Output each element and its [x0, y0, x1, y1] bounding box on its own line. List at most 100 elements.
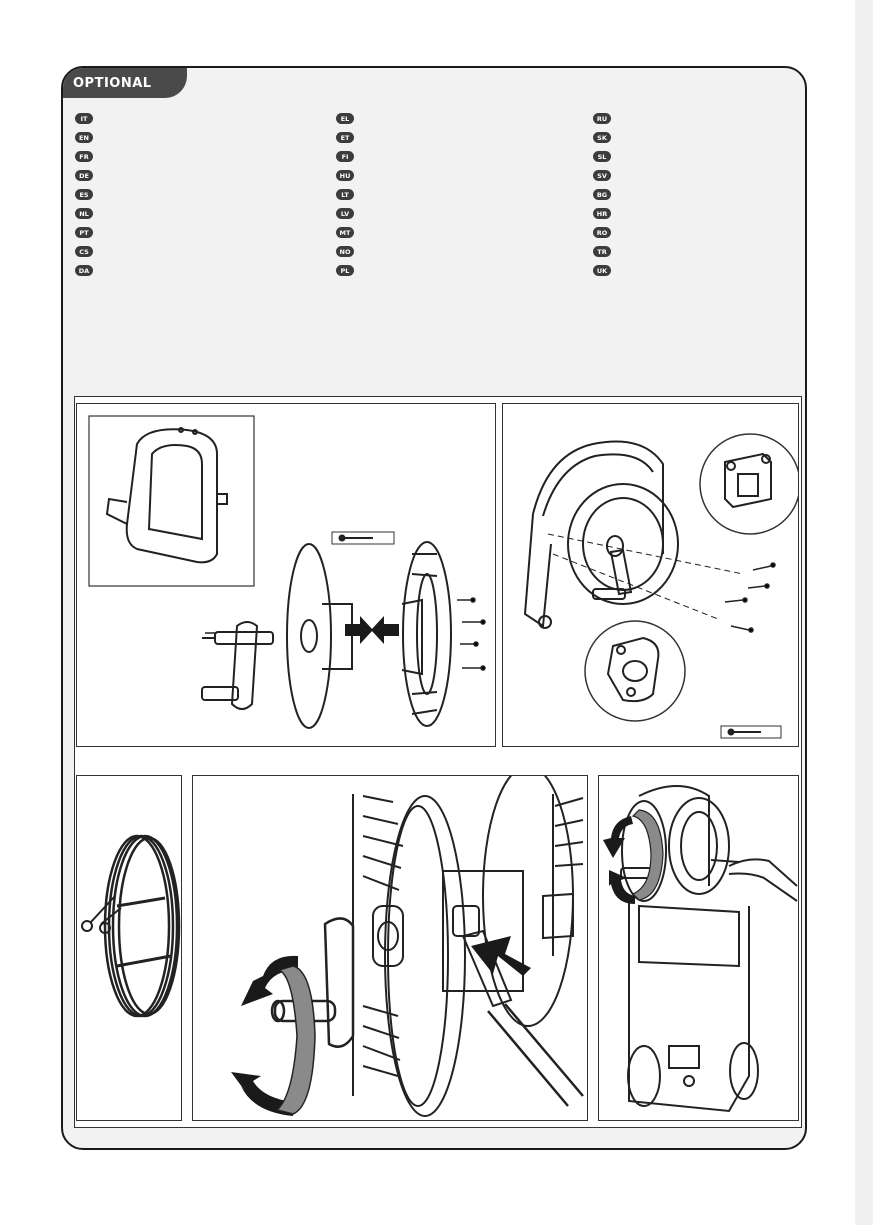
bracket-mounting-illustration [523, 433, 798, 739]
language-item: BG [593, 185, 611, 204]
language-item: ES [75, 185, 93, 204]
panel-connect-hose [192, 775, 588, 1121]
language-badge: NL [75, 208, 93, 219]
language-badge: PL [336, 265, 354, 276]
language-badge: PT [75, 227, 93, 238]
language-badge: NO [336, 246, 354, 257]
language-item: EL [336, 109, 354, 128]
language-column-2: EL ET FI HU LT LV MT NO PL [336, 109, 354, 280]
language-badge: FR [75, 151, 93, 162]
language-item: RO [593, 223, 611, 242]
rotate-arrow-bottom-icon [231, 1072, 293, 1116]
language-item: SV [593, 166, 611, 185]
language-badge: BG [593, 189, 611, 200]
bracket-plate-icon [606, 636, 660, 703]
language-item: DA [75, 261, 93, 280]
language-item: FI [336, 147, 354, 166]
language-badge: EL [336, 113, 354, 124]
language-badge: SV [593, 170, 611, 181]
bracket-detail-bottom [584, 620, 686, 722]
language-item: TR [593, 242, 611, 261]
language-badge: DA [75, 265, 93, 276]
reel-disc-left-icon [286, 543, 353, 729]
scissors-icon [81, 895, 122, 934]
language-badge: ES [75, 189, 93, 200]
panel-wind-hose [598, 775, 799, 1121]
bracket-detail-top [699, 433, 798, 535]
language-item: ET [336, 128, 354, 147]
panel-hose-coil [76, 775, 182, 1121]
screw-icon [727, 728, 761, 736]
hose-reel-frame-icon [105, 427, 228, 564]
screw-set-icon [205, 597, 486, 671]
bracket-clip-icon [724, 452, 772, 509]
manual-frame: OPTIONAL IT EN FR DE ES NL PT CS DA EL E… [61, 66, 807, 1150]
connect-hose-illustration [231, 776, 584, 1117]
language-item: HR [593, 204, 611, 223]
reel-disc-right-icon [401, 541, 452, 727]
language-item: UK [593, 261, 611, 280]
mounted-reel-icon [567, 483, 679, 605]
language-badge: MT [336, 227, 354, 238]
hose-tie [116, 896, 166, 908]
language-badge: HR [593, 208, 611, 219]
coiled-hose-icon [103, 834, 181, 1018]
language-item: FR [75, 147, 93, 166]
language-item: NL [75, 204, 93, 223]
panel-reel-assembly [76, 403, 496, 747]
language-badge: LT [336, 189, 354, 200]
hand-guiding-hose-icon [710, 858, 798, 902]
language-badge: EN [75, 132, 93, 143]
language-badge: RU [593, 113, 611, 124]
reel-hub-icon [372, 870, 574, 992]
language-item: NO [336, 242, 354, 261]
insert-arrow-icon [471, 936, 531, 976]
language-badge: LV [336, 208, 354, 219]
reel-frame-side-icon [523, 440, 664, 629]
reel-crank-icon [201, 621, 274, 710]
language-item: MT [336, 223, 354, 242]
panel-bracket-mounting [502, 403, 799, 747]
hose-connector-icon [452, 905, 584, 1107]
reel-on-machine-icon [620, 797, 730, 902]
language-item: PT [75, 223, 93, 242]
rotation-band [631, 809, 664, 901]
language-item: DE [75, 166, 93, 185]
language-item: EN [75, 128, 93, 147]
language-badge: DE [75, 170, 93, 181]
rotate-arrow-bottom-icon [609, 870, 635, 904]
rotation-band [275, 965, 316, 1115]
screw-icon [338, 534, 373, 542]
language-item: LV [336, 204, 354, 223]
section-title: OPTIONAL [63, 68, 187, 98]
language-item: PL [336, 261, 354, 280]
language-badge: FI [336, 151, 354, 162]
language-item: CS [75, 242, 93, 261]
language-badge: CS [75, 246, 93, 257]
hose-coil-illustration [81, 834, 181, 1018]
language-item: SL [593, 147, 611, 166]
language-item: HU [336, 166, 354, 185]
language-badge: RO [593, 227, 611, 238]
language-column-3: RU SK SL SV BG HR RO TR UK [593, 109, 611, 280]
language-badge: SL [593, 151, 611, 162]
language-item: IT [75, 109, 93, 128]
hose-tie [116, 954, 172, 968]
figure-area [74, 396, 802, 1128]
wind-hose-illustration [603, 785, 798, 1113]
language-badge: SK [593, 132, 611, 143]
page-edge-strip [855, 0, 873, 1225]
language-badge: HU [336, 170, 354, 181]
rotate-arrow-top-icon [603, 816, 633, 858]
language-item: RU [593, 109, 611, 128]
language-column-1: IT EN FR DE ES NL PT CS DA [75, 109, 93, 280]
language-item: SK [593, 128, 611, 147]
reel-assembly-illustration [88, 415, 486, 729]
pressure-washer-icon [627, 785, 759, 1113]
language-badge: ET [336, 132, 354, 143]
push-together-arrows-icon [345, 616, 399, 644]
language-badge: IT [75, 113, 93, 124]
frame-inset-box [88, 415, 255, 587]
language-badge: TR [593, 246, 611, 257]
screw-set-icon [724, 562, 776, 633]
